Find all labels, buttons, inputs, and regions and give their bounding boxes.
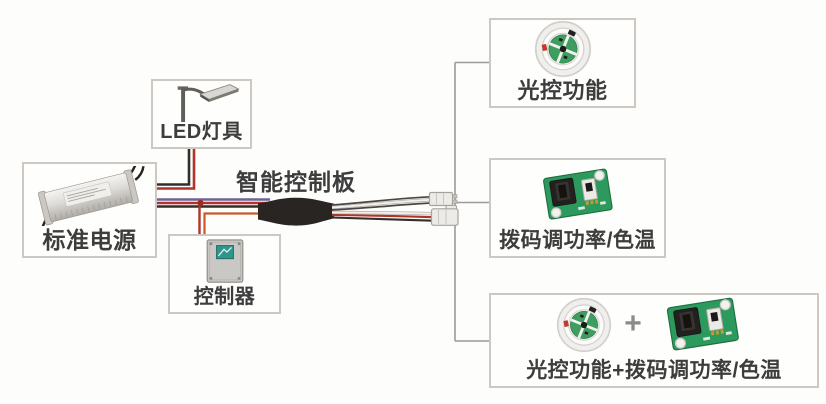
street-lamp-icon <box>153 81 250 122</box>
wire-power-to-module <box>157 198 270 208</box>
dip-switch-pcb-icon <box>491 160 664 230</box>
plus-sign: + <box>624 306 642 340</box>
controller-icon <box>170 236 279 287</box>
wire-power-to-led <box>157 149 196 190</box>
photocell-sensor-icon <box>491 20 634 79</box>
wire-module-to-connector-top <box>331 195 431 211</box>
option-dip-switch-box: 拨码调功率/色温 <box>489 158 666 258</box>
control-board-label: 智能控制板 <box>236 169 356 195</box>
wire-module-to-controller <box>197 199 270 234</box>
power-supply-icon <box>24 164 155 228</box>
power-supply-label: 标准电源 <box>42 226 137 253</box>
dip-switch-pcb-icon <box>654 295 752 360</box>
connector-top-icon <box>428 191 458 207</box>
option-combo-label: 光控功能+拨码调功率/色温 <box>526 359 782 382</box>
connector-bottom-icon <box>430 204 459 226</box>
inline-module <box>258 197 334 226</box>
controller-box: 控制器 <box>168 234 281 314</box>
wire-junction-dot <box>197 199 204 207</box>
photocell-sensor-icon <box>556 297 612 358</box>
option-light-sensor-box: 光控功能 <box>489 18 636 108</box>
option-dip-switch-label: 拨码调功率/色温 <box>499 228 656 252</box>
power-supply-box: 标准电源 <box>22 162 157 258</box>
option-combo-box: + <box>489 293 819 388</box>
led-lamp-label: LED灯具 <box>160 121 243 143</box>
wire-module-to-connector-bottom <box>331 210 434 222</box>
controller-label: 控制器 <box>193 286 256 308</box>
option-light-sensor-label: 光控功能 <box>517 77 608 103</box>
led-lamp-box: LED灯具 <box>151 79 252 149</box>
